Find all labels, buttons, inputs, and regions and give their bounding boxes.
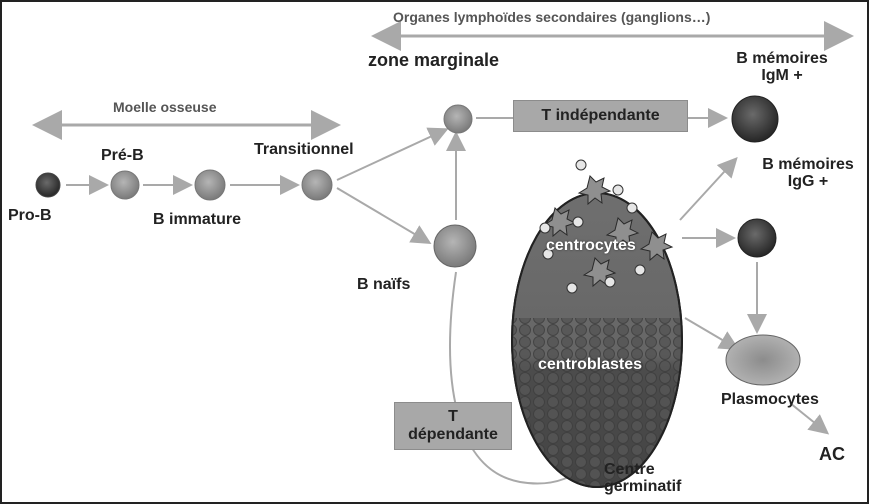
t-dependent-line2: dépendante xyxy=(408,426,498,444)
maturation-arrows xyxy=(66,118,826,432)
immature-b-cell xyxy=(195,170,225,200)
plasmocytes-label: Plasmocytes xyxy=(721,392,819,409)
centrocytes-label: centrocytes xyxy=(546,238,636,255)
memory-igm-line1: B mémoires xyxy=(722,51,842,68)
t-dependent-line1: T xyxy=(448,408,458,426)
pre-b-label: Pré-B xyxy=(101,148,144,165)
naive-b-cell xyxy=(434,225,476,267)
immature-b-label: B immature xyxy=(153,212,241,229)
memory-igm-cell xyxy=(732,96,778,142)
bone-marrow-label: Moelle osseuse xyxy=(113,100,217,115)
naive-b-label: B naïfs xyxy=(357,277,410,294)
centroblasts-label: centroblastes xyxy=(538,357,642,374)
plasmocyte-cell xyxy=(726,335,800,385)
germinal-center-label: Centre germinatif xyxy=(604,462,681,496)
memory-igm-label: B mémoires IgM + xyxy=(722,51,842,85)
memory-igg-line1: B mémoires xyxy=(753,157,863,174)
memory-igg-label: B mémoires IgG + xyxy=(753,157,863,191)
pro-b-label: Pro-B xyxy=(8,208,52,225)
memory-igg-cell xyxy=(738,219,776,257)
secondary-organs-label: Organes lymphoïdes secondaires (ganglion… xyxy=(393,10,710,25)
germinal-center-line2: germinatif xyxy=(604,479,681,496)
t-independent-box: T indépendante xyxy=(513,100,688,132)
transitional-label: Transitionnel xyxy=(254,142,354,159)
transitional-b-cell xyxy=(302,170,332,200)
memory-igg-line2: IgG + xyxy=(753,174,863,191)
pro-b-cell xyxy=(36,173,60,197)
antibodies-label: AC xyxy=(819,445,845,464)
memory-igm-line2: IgM + xyxy=(722,68,842,85)
marginal-zone-b-cell xyxy=(444,105,472,133)
pre-b-cell xyxy=(111,171,139,199)
marginal-zone-label: zone marginale xyxy=(368,51,499,70)
germinal-center-line1: Centre xyxy=(604,462,681,479)
t-dependent-box: T dépendante xyxy=(394,402,512,450)
